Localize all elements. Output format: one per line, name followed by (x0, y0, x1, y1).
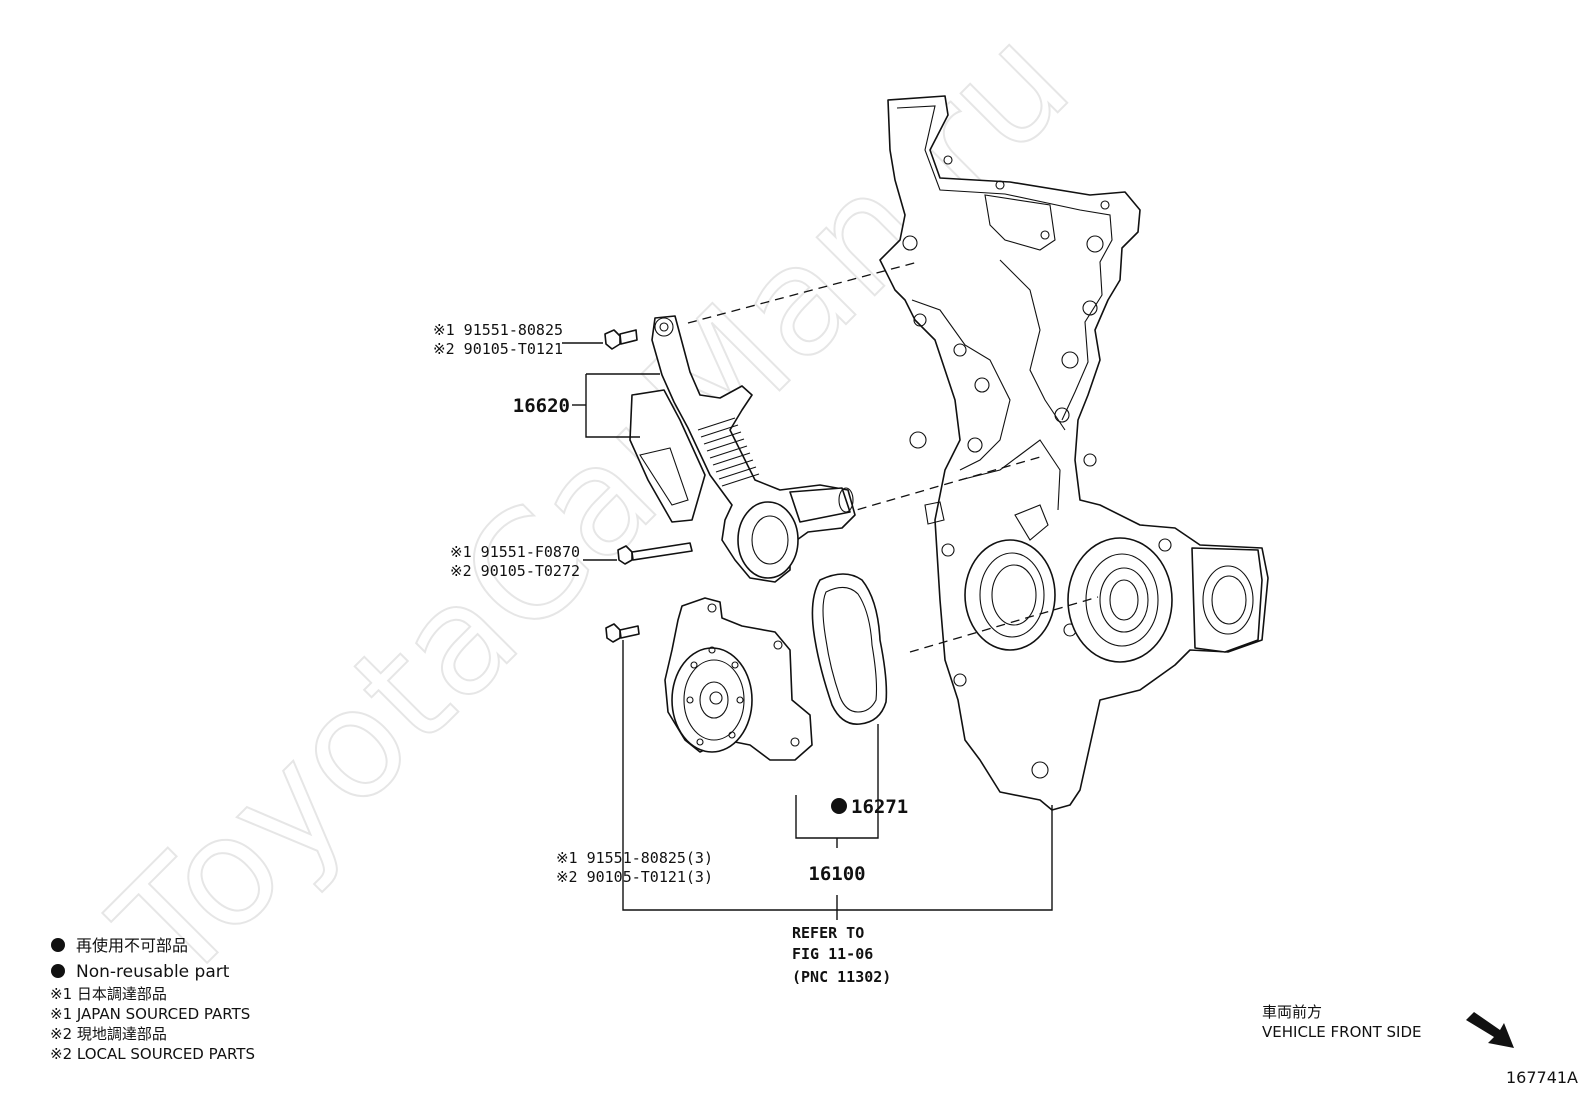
align-line-bolt-to-cover (687, 261, 919, 324)
legend: 再使用不可部品 Non-reusable part ※1 日本調達部品 ※1 J… (50, 936, 255, 1063)
bolt-top (604, 329, 638, 350)
legend-japan-jp: ※1 日本調達部品 (50, 985, 167, 1003)
figure-id: 167741A (1506, 1068, 1578, 1087)
direction-arrow-icon (1466, 1012, 1514, 1048)
refer-line-3: (PNC 11302) (792, 968, 891, 986)
callout-bolt-top-2: ※2 90105-T0121 (433, 340, 563, 358)
timing-chain-cover (879, 95, 1269, 811)
direction-jp: 車両前方 (1262, 1003, 1322, 1021)
callout-bolt-bottom-2: ※2 90105-T0121(3) (556, 868, 713, 886)
legend-local-en: ※2 LOCAL SOURCED PARTS (50, 1045, 255, 1063)
callout-bolt-top-1: ※1 91551-80825 (433, 321, 563, 339)
callout-bolt-mid-1: ※1 91551-F0870 (450, 543, 580, 561)
legend-japan-en: ※1 JAPAN SOURCED PARTS (50, 1005, 250, 1023)
callout-bolt-bottom-1: ※1 91551-80825(3) (556, 849, 713, 867)
callout-pump: 16100 (808, 863, 865, 885)
tensioner-assembly (629, 315, 856, 583)
refer-line-1: REFER TO (792, 924, 864, 942)
gasket-16271 (811, 573, 888, 725)
callout-bolt-mid-2: ※2 90105-T0272 (450, 562, 580, 580)
align-line-gasket-to-cover (909, 596, 1099, 653)
water-pump (664, 597, 813, 761)
callout-gasket: 16271 (851, 796, 908, 818)
callout-tensioner: 16620 (513, 395, 570, 417)
legend-dot-en (51, 964, 65, 978)
vehicle-direction: 車両前方 VEHICLE FRONT SIDE (1262, 1003, 1514, 1048)
legend-nonreusable-en: Non-reusable part (76, 962, 230, 982)
nonreusable-marker-16271 (831, 798, 847, 814)
legend-nonreusable-jp: 再使用不可部品 (76, 936, 188, 955)
direction-en: VEHICLE FRONT SIDE (1262, 1023, 1422, 1041)
refer-line-2: FIG 11-06 (792, 945, 873, 963)
leader-lines (562, 342, 1053, 920)
align-line-tensioner-to-cover (727, 456, 1041, 548)
bolt-bottom (605, 623, 640, 643)
legend-local-jp: ※2 現地調達部品 (50, 1025, 167, 1043)
bolt-middle (617, 542, 693, 565)
legend-dot-jp (51, 938, 65, 952)
